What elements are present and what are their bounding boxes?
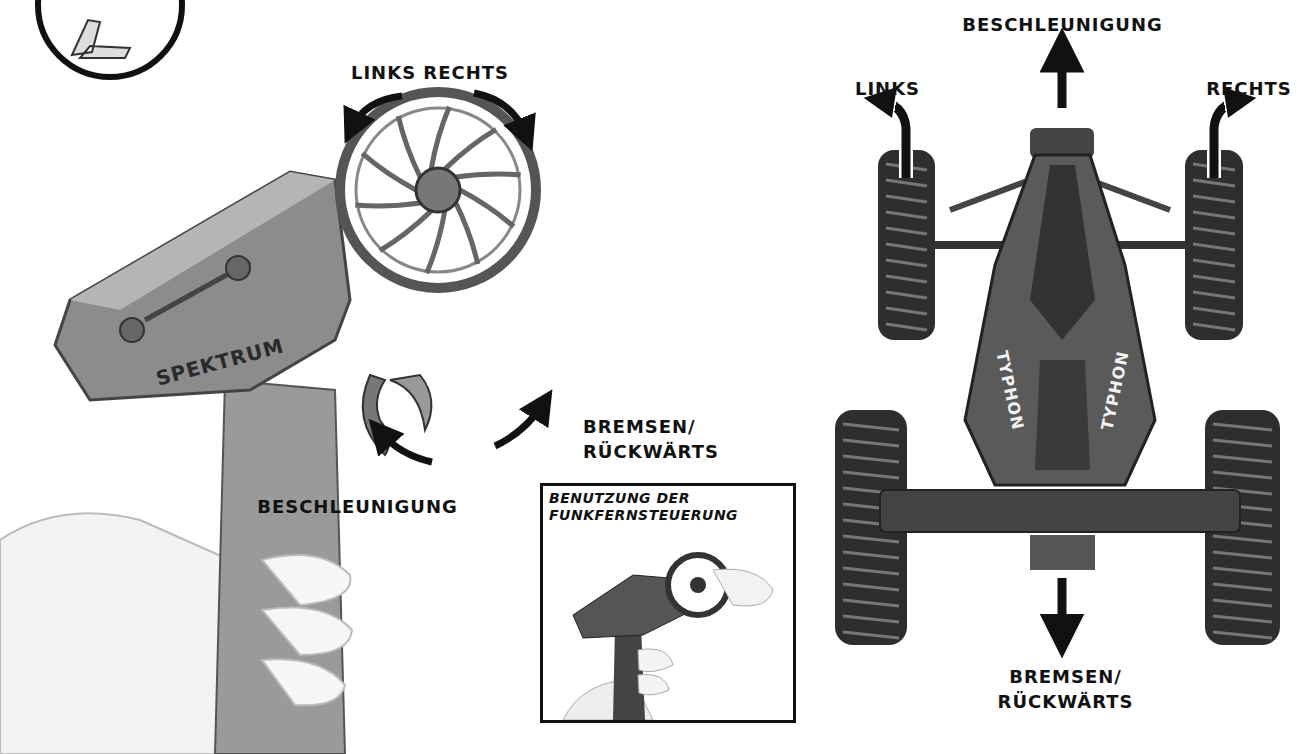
front-wheel (878, 150, 935, 340)
corner-icon (38, 0, 182, 77)
steering-wheel (340, 92, 536, 288)
trigger (363, 375, 389, 455)
front-wheel (1185, 150, 1243, 340)
control-label: BREMSEN/ RÜCKWÄRTS (983, 664, 1148, 714)
rear-wing (880, 490, 1240, 532)
buggy (835, 128, 1280, 645)
hand (0, 513, 240, 754)
control-label: BREMSEN/ RÜCKWÄRTS (583, 414, 748, 464)
transmitter (0, 92, 536, 754)
control-label: BESCHLEUNIGUNG (235, 494, 480, 519)
control-label: BESCHLEUNIGUNG (940, 12, 1185, 37)
control-label: LINKS (830, 76, 945, 101)
body-shell (965, 155, 1155, 485)
inset-heading: BENUTZUNG DER FUNKFERNSTEUERUNG (543, 486, 760, 528)
inset-box: BENUTZUNG DER FUNKFERNSTEUERUNG (540, 483, 796, 723)
control-label: LINKS RECHTS (315, 60, 545, 85)
control-label: RECHTS (1193, 76, 1305, 101)
inset-photo (543, 530, 793, 720)
fingers (262, 555, 352, 705)
